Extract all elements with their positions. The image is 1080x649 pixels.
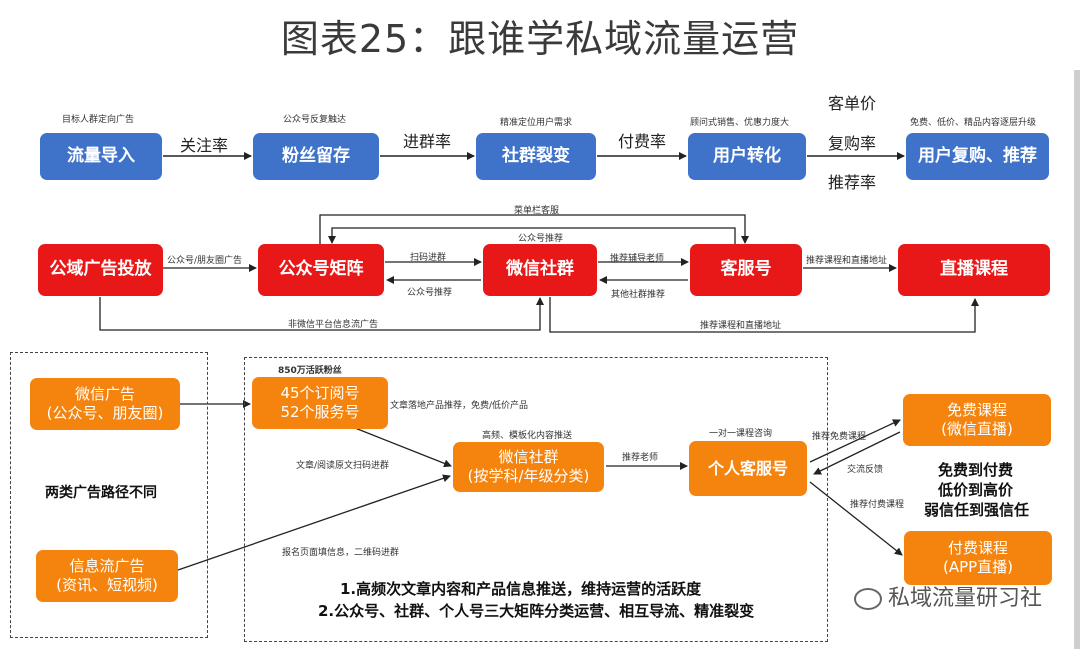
label-exchange: 交流反馈	[847, 465, 884, 475]
label-non-wechat-ads: 非微信平台信息流广告	[288, 320, 379, 330]
label-course-live: 推荐课程和直播地址	[806, 256, 888, 266]
caption-oa-reach: 公众号反复触达	[283, 115, 347, 125]
label-group-caption: 高频、模板化内容推送	[482, 431, 573, 441]
caption-targeted-ad: 目标人群定向广告	[62, 115, 135, 125]
arrow-accounts-group	[354, 427, 452, 468]
caption-content-upgrade: 免费、低价、精品内容逐层升级	[910, 118, 1037, 128]
caption-consultative-sales: 顾问式销售、优惠力度大	[690, 118, 790, 128]
flow-box-oa-matrix: 公众号矩阵	[258, 244, 384, 296]
ladder-low-high: 低价到高价	[938, 481, 1014, 499]
paid-course-box: 付费课程 (APP直播)	[904, 531, 1052, 585]
page-title: 图表25：跟谁学私域流量运营	[280, 17, 800, 61]
accounts-box: 45个订阅号 52个服务号	[252, 377, 388, 429]
arrow-free-personal	[813, 431, 901, 475]
loop-course-live	[549, 297, 979, 333]
free-course-box: 免费课程 (微信直播)	[903, 394, 1051, 446]
arrow-personal-paid	[809, 481, 903, 556]
arrow-personal-free	[809, 419, 901, 463]
label-follow-rate: 关注率	[180, 136, 229, 155]
label-oa-friends-ad: 公众号/朋友圈广告	[167, 256, 243, 266]
loop-non-wechat	[99, 297, 544, 331]
ad-wechat-box: 微信广告 (公众号、朋友圈)	[30, 378, 180, 430]
flow-box-group-fission: 社群裂变	[476, 133, 596, 180]
flow-box-live-course: 直播课程	[898, 244, 1050, 296]
wechat-icon	[853, 588, 882, 610]
watermark-text: 私域流量研习社	[887, 586, 1042, 611]
flow-box-user-conversion: 用户转化	[688, 133, 806, 180]
caption-precise-demand: 精准定位用户需求	[500, 118, 573, 128]
summary-line-1: 1.高频次文章内容和产品信息推送，维持运营的活跃度	[340, 580, 702, 598]
loop-oa-recommend	[328, 227, 736, 244]
label-referral-rate: 推荐率	[828, 173, 877, 192]
ad-note: 两类广告路径不同	[45, 485, 157, 501]
summary-line-2: 2.公众号、社群、个人号三大矩阵分类运营、相互导流、精准裂变	[318, 602, 755, 620]
label-free-recommend: 推荐免费课程	[812, 432, 867, 442]
flow-box-repurchase-referral: 用户复购、推荐	[906, 133, 1049, 180]
label-menu-service: 菜单栏客服	[514, 206, 560, 216]
label-oa-recommend-top: 公众号推荐	[518, 234, 564, 244]
label-paid-recommend: 推荐付费课程	[850, 500, 905, 510]
label-consult-caption: 一对一课程咨询	[709, 429, 773, 439]
ad-feed-box: 信息流广告 (资讯、短视频)	[36, 550, 178, 602]
label-accounts-note: 文章落地产品推荐，免费/低价产品	[390, 401, 529, 411]
label-other-group: 其他社群推荐	[611, 290, 666, 300]
flow-box-traffic-import: 流量导入	[40, 133, 162, 180]
wechat-group-box: 微信社群 (按学科/年级分类)	[453, 442, 604, 492]
label-scan-join: 扫码进群	[410, 253, 447, 263]
flow-box-public-ads: 公域广告投放	[38, 244, 163, 296]
label-course-live-bottom: 推荐课程和直播地址	[700, 321, 782, 331]
label-recommend-teacher-2: 推荐老师	[622, 453, 659, 463]
arrow-feed-group	[177, 474, 451, 571]
edge-scroll-strip	[1074, 70, 1080, 649]
label-active-fans: 850万活跃粉丝	[278, 366, 342, 376]
private-matrix-container	[244, 357, 828, 642]
ladder-trust: 弱信任到强信任	[924, 501, 1030, 519]
loop-menu	[319, 214, 749, 244]
flow-box-wechat-group: 微信社群	[483, 244, 597, 296]
label-repurchase-rate: 复购率	[828, 134, 877, 153]
flow-box-fan-retention: 粉丝留存	[253, 133, 379, 180]
label-oa-recommend-bottom: 公众号推荐	[407, 288, 453, 298]
label-pay-rate: 付费率	[618, 132, 667, 151]
watermark: 私域流量研习社	[853, 580, 1042, 612]
label-recommend-teacher: 推荐辅导老师	[610, 254, 665, 264]
ad-channel-container	[10, 352, 208, 638]
personal-service-box: 个人客服号	[689, 441, 807, 496]
ladder-free-paid: 免费到付费	[938, 461, 1014, 479]
label-signup-scan: 报名页面填信息，二维码进群	[282, 548, 400, 558]
flow-box-service-account: 客服号	[690, 244, 802, 296]
label-unit-price: 客单价	[828, 94, 877, 113]
label-join-rate: 进群率	[403, 132, 452, 151]
label-article-scan: 文章/阅读原文扫码进群	[296, 461, 390, 471]
